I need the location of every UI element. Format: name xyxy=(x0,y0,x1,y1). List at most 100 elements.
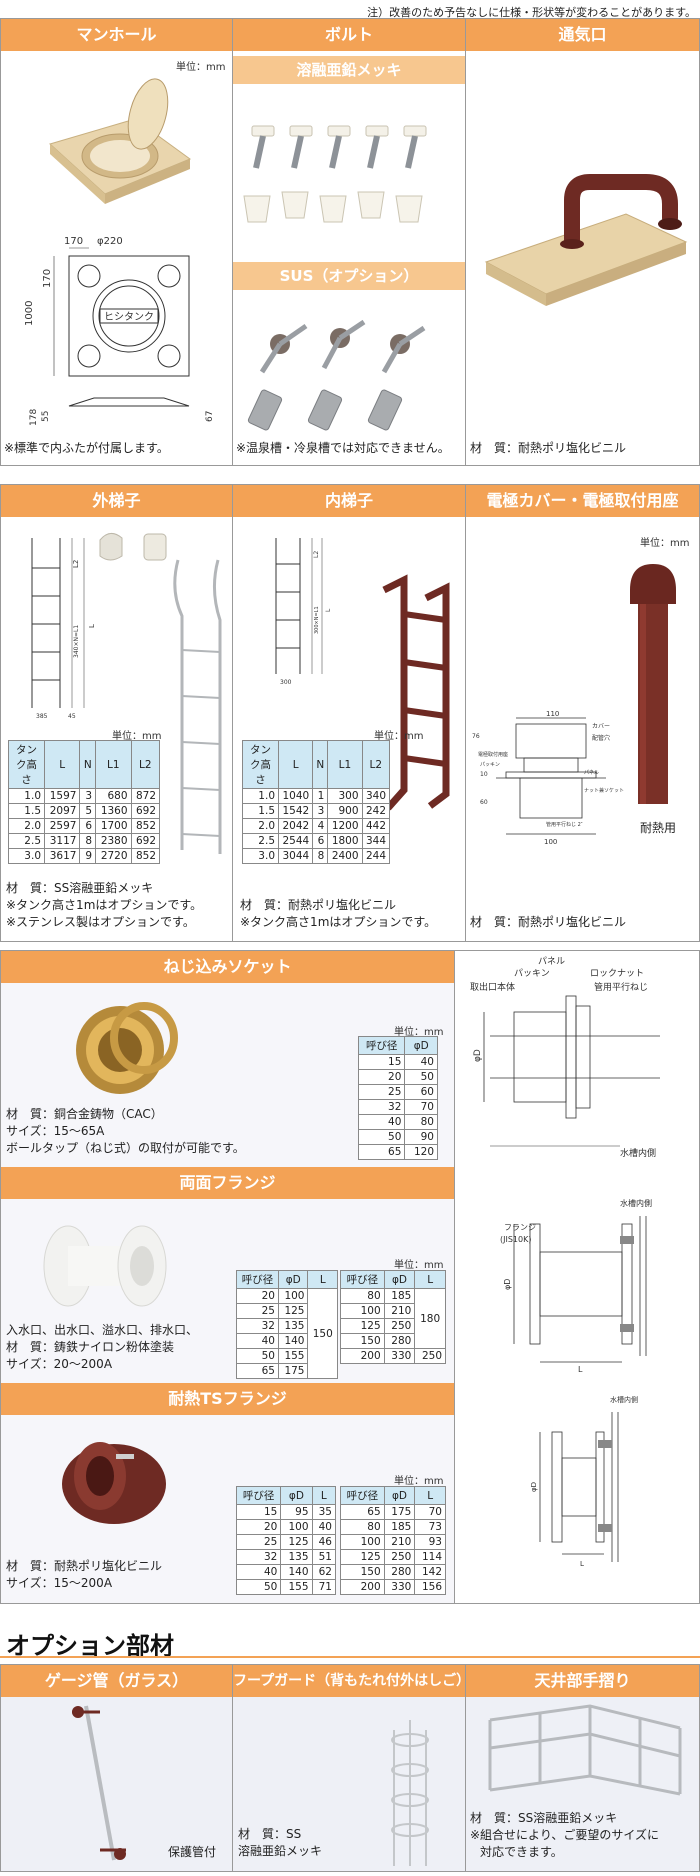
flange-size: サイズ：20〜200A xyxy=(6,1357,113,1371)
outer-ladder-header: 外梯子 xyxy=(1,485,232,517)
bolt-sub-sus: SUS（オプション） xyxy=(233,262,465,290)
outer-ladder-material: 材 質：SS溶融亜鉛メッキ xyxy=(6,881,154,895)
svg-text:ロックナット: ロックナット xyxy=(590,968,644,979)
gauge-header: ゲージ管（ガラス） xyxy=(1,1665,232,1697)
manhole-unit: 単位：mm xyxy=(176,62,226,73)
manhole-drawing: ヒシタンク 170 φ220 170 1000 178 55 67 xyxy=(24,236,215,426)
svg-text:水槽内側: 水槽内側 xyxy=(610,1395,638,1404)
manhole-header: マンホール xyxy=(1,19,232,51)
svg-text:カバー: カバー xyxy=(592,723,610,730)
flange-photo xyxy=(43,1225,167,1307)
svg-text:L: L xyxy=(580,1560,584,1568)
svg-text:φD: φD xyxy=(530,1482,538,1492)
inner-ladder-header: 内梯子 xyxy=(233,485,465,517)
flange-material: 材 質：鋳鉄ナイロン粉体塗装 xyxy=(6,1340,175,1354)
row2-frame xyxy=(0,484,700,942)
socket-material: 材 質：銅合金鋳物（CAC） xyxy=(6,1107,163,1121)
svg-text:L: L xyxy=(325,608,332,612)
svg-text:300×N=L1: 300×N=L1 xyxy=(314,606,320,634)
svg-text:配管穴: 配管穴 xyxy=(592,734,610,742)
svg-text:φ220: φ220 xyxy=(97,236,123,247)
ts-flange-size: サイズ：15〜200A xyxy=(6,1576,113,1590)
svg-text:385: 385 xyxy=(36,713,48,720)
svg-text:L: L xyxy=(88,624,96,628)
electrode-unit: 単位：mm xyxy=(640,538,690,549)
svg-text:340×N=L1: 340×N=L1 xyxy=(73,625,80,658)
socket-size: サイズ：15〜65A xyxy=(6,1124,105,1138)
hoop-photo xyxy=(391,1720,429,1866)
svg-text:45: 45 xyxy=(68,713,76,720)
inner-ladder-photo xyxy=(382,574,450,811)
rail-note1: ※組合せにより、ご要望のサイズに xyxy=(470,1828,659,1842)
svg-text:管用平行ねじ: 管用平行ねじ xyxy=(594,981,648,993)
vent-photo xyxy=(484,174,688,306)
rail-photo xyxy=(488,1704,682,1796)
hoop-material: 材 質：SS xyxy=(238,1827,302,1841)
electrode-material: 材 質：耐熱ポリ塩化ビニル xyxy=(470,915,627,929)
gauge-label: 保護管付 xyxy=(168,1845,217,1859)
bolt-header: ボルト xyxy=(233,19,465,51)
disclaimer-note: 注）改善のため予告なしに仕様・形状等が変わることがあります。 xyxy=(367,6,696,19)
svg-text:管用平行ねじ 2″: 管用平行ねじ 2″ xyxy=(546,821,583,828)
bolt-sub-galvanized: 溶融亜鉛メッキ xyxy=(233,56,465,84)
svg-text:パッキン: パッキン xyxy=(514,968,550,979)
svg-text:10: 10 xyxy=(480,771,488,778)
ts-flange-photo xyxy=(62,1442,166,1524)
outer-ladder-note2: ※ステンレス製はオプションです。 xyxy=(6,915,195,929)
svg-text:1000: 1000 xyxy=(24,301,35,326)
socket-photo xyxy=(76,1002,178,1094)
svg-text:178: 178 xyxy=(29,409,39,426)
flange-usage: 入水口、出水口、溢水口、排水口、 xyxy=(6,1323,199,1337)
svg-text:100: 100 xyxy=(544,838,557,846)
inner-ladder-note1: ※タンク高さ1mはオプションです。 xyxy=(240,915,437,929)
inner-ladder-material: 材 質：耐熱ポリ塩化ビニル xyxy=(240,898,397,912)
flange-unit: 単位：mm xyxy=(394,1260,444,1271)
outer-ladder-photo xyxy=(173,559,222,854)
svg-text:60: 60 xyxy=(480,799,488,806)
svg-text:67: 67 xyxy=(205,411,215,422)
sus-bolts-photo xyxy=(247,319,426,431)
vent-header: 通気口 xyxy=(466,19,699,51)
rail-material: 材 質：SS溶融亜鉛メッキ xyxy=(470,1811,618,1825)
socket-note: ボールタップ（ねじ式）の取付が可能です。 xyxy=(6,1141,245,1155)
manhole-note: ※標準で内ふたが付属します。 xyxy=(4,441,169,455)
ts-flange-header: 耐熱TSフランジ xyxy=(1,1383,454,1415)
svg-text:300: 300 xyxy=(280,679,292,686)
svg-text:φD: φD xyxy=(503,1279,512,1290)
svg-text:55: 55 xyxy=(41,411,51,422)
svg-text:76: 76 xyxy=(472,733,480,740)
options-rule xyxy=(0,1656,700,1658)
svg-text:170: 170 xyxy=(42,269,53,288)
svg-text:水槽内側: 水槽内側 xyxy=(620,1147,656,1159)
svg-text:(JIS10K): (JIS10K) xyxy=(500,1235,531,1244)
options-title: オプション部材 xyxy=(6,1631,174,1660)
